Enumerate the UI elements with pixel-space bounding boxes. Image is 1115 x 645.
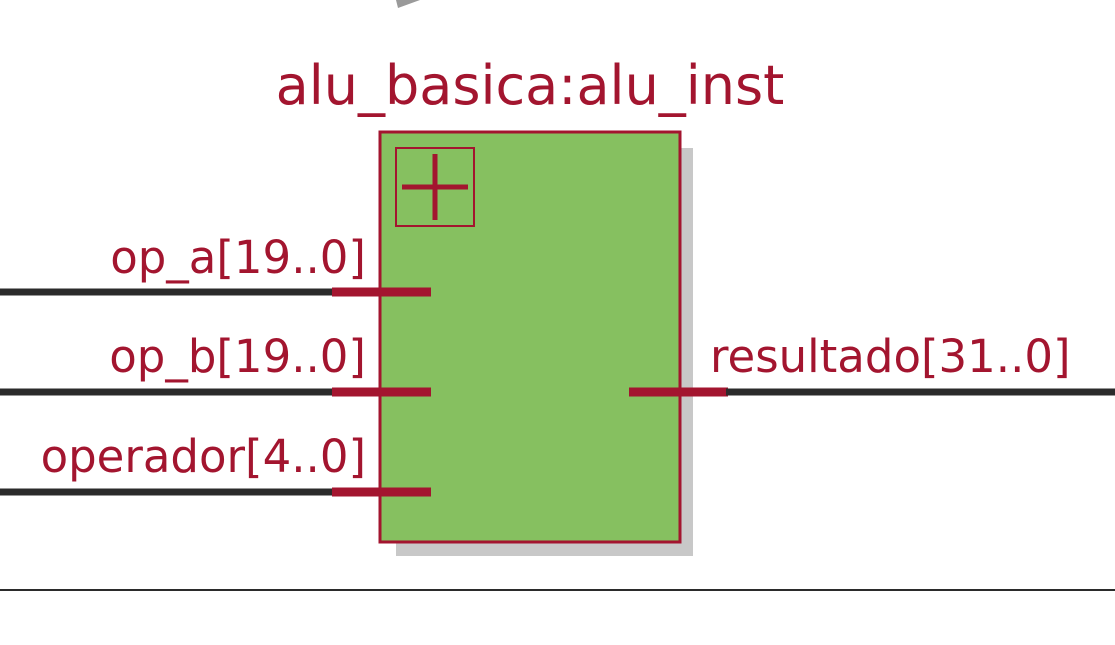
instance-title: alu_basica:alu_inst	[276, 54, 785, 117]
port-label-resultado: resultado[31..0]	[710, 330, 1071, 383]
alu-instance-block[interactable]	[378, 130, 682, 544]
expand-plus-icon[interactable]	[395, 147, 475, 227]
incoming-arrow-icon	[396, 0, 420, 8]
port-label-op-b: op_b[19..0]	[109, 330, 366, 383]
port-label-operador: operador[4..0]	[41, 430, 366, 483]
port-label-op-a: op_a[19..0]	[110, 231, 366, 284]
